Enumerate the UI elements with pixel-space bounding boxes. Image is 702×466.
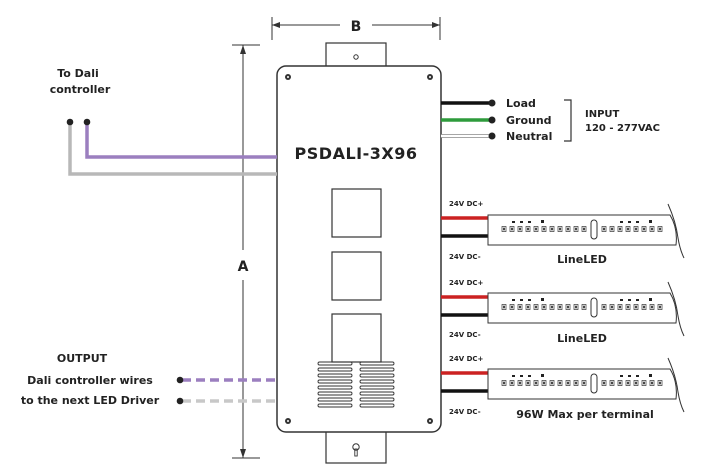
cut-mark	[590, 219, 598, 240]
ac-input-wires: Load Ground Neutral INPUT 120 - 277VAC	[441, 97, 660, 143]
dali-input-label-line1: To Dali	[57, 67, 99, 80]
strip-label: LineLED	[557, 332, 607, 345]
input-title-line2: 120 - 277VAC	[585, 123, 660, 134]
led-strip	[487, 281, 685, 337]
screw-icon	[285, 418, 291, 424]
dimension-a-label: A	[238, 259, 249, 275]
dimension-b: B	[271, 17, 441, 40]
dimension-b-label: B	[351, 19, 362, 35]
terminal-dot	[66, 118, 74, 126]
dc-positive-label: 24V DC+	[449, 355, 484, 363]
screw-icon	[285, 74, 291, 80]
input-wire-neutral-label: Neutral	[506, 130, 552, 143]
dimension-a: A	[232, 44, 260, 459]
led-strip	[487, 357, 685, 413]
output-channel-2: 24V DC+ 24V DC- LineLED	[441, 279, 685, 345]
top-mounting-tab	[325, 42, 387, 70]
dc-positive-label: 24V DC+	[449, 200, 484, 208]
bottom-mounting-tab	[325, 427, 387, 464]
dc-negative-label: 24V DC-	[449, 408, 481, 416]
input-bracket	[564, 99, 572, 142]
output-label-line1: OUTPUT	[57, 352, 108, 365]
driver-housing: PSDALI-3X96	[276, 65, 442, 433]
vent-grille	[317, 361, 395, 408]
dali-input-wires: To Dali controller	[50, 67, 277, 176]
dc-negative-label: 24V DC-	[449, 331, 481, 339]
terminal-dot	[488, 116, 496, 124]
terminal-dot	[83, 118, 91, 126]
screw-icon	[427, 74, 433, 80]
dali-output-wires: OUTPUT Dali controller wires to the next…	[21, 352, 277, 407]
input-wire-ground-label: Ground	[506, 114, 552, 127]
input-wire-load-label: Load	[506, 97, 536, 110]
input-title-line1: INPUT	[585, 109, 620, 120]
dc-positive-label: 24V DC+	[449, 279, 484, 287]
output-label-line3: to the next LED Driver	[21, 394, 160, 407]
terminal-dot	[488, 99, 496, 107]
output-channel-3: 24V DC+ 24V DC- 96W Max per terminal	[441, 355, 685, 421]
cut-mark	[590, 297, 598, 318]
channel-dial-3	[331, 313, 382, 363]
terminal-dot	[488, 132, 496, 140]
dc-negative-label: 24V DC-	[449, 253, 481, 261]
output-channel-1: 24V DC+ 24V DC- LineLED	[441, 200, 685, 266]
led-strip	[487, 203, 685, 259]
screw-icon	[427, 418, 433, 424]
strip-label: LineLED	[557, 253, 607, 266]
terminal-dot	[176, 376, 184, 384]
channel-dial-2	[331, 251, 382, 301]
output-label-line2: Dali controller wires	[27, 374, 153, 387]
strip-label: 96W Max per terminal	[516, 408, 654, 421]
driver-model-label: PSDALI-3X96	[295, 144, 418, 163]
channel-dial-1	[331, 188, 382, 238]
cut-mark	[590, 373, 598, 394]
dali-input-label-line2: controller	[50, 83, 111, 96]
terminal-dot	[176, 397, 184, 405]
